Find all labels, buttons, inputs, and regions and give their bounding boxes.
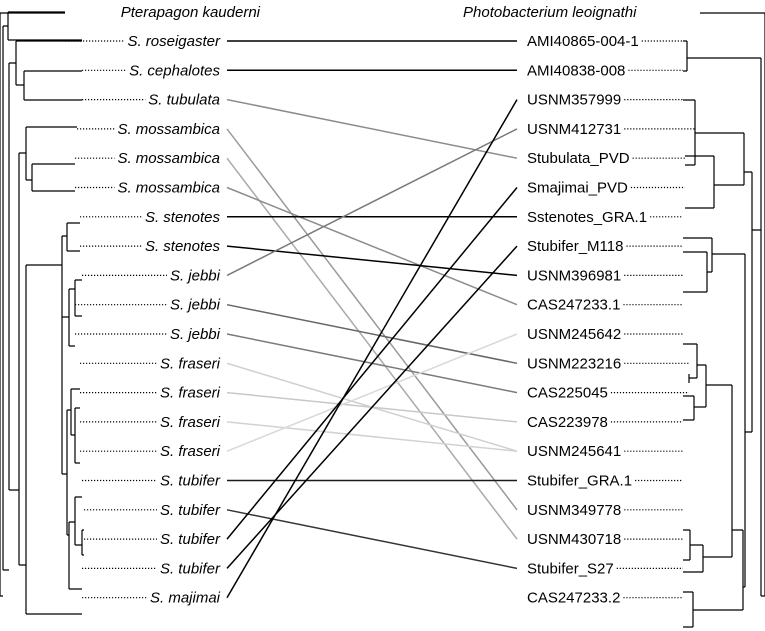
leader-dots	[65, 40, 695, 599]
symbiont-label: Stubifer_M118	[527, 238, 623, 255]
host-label: S. tubifer	[160, 531, 221, 548]
symbiont-tree-branches	[683, 12, 765, 628]
symbiont-label: CAS247233.1	[527, 297, 620, 314]
host-label: S. tubulata	[148, 92, 220, 109]
host-label: S. jebbi	[170, 297, 221, 314]
host-label: S. tubifer	[160, 502, 221, 519]
symbiont-label: USNM412731	[527, 121, 621, 138]
symbiont-label: USNM245641	[527, 443, 621, 460]
association-link	[226, 333, 518, 452]
symbiont-label: USNM349778	[527, 502, 621, 519]
host-label: S. fraseri	[160, 414, 221, 431]
symbiont-label: CAS247233.2	[527, 590, 620, 607]
association-link	[226, 303, 518, 365]
host-label: S. stenotes	[145, 238, 221, 255]
symbiont-label: USNM223216	[527, 355, 621, 372]
association-link	[226, 187, 518, 540]
symbiont-tree	[683, 12, 765, 628]
host-label: S. fraseri	[160, 385, 221, 402]
symbiont-label: USNM396981	[527, 267, 621, 284]
symbiont-label: Stubifer_GRA.1	[527, 473, 632, 490]
host-label: S. jebbi	[170, 326, 221, 343]
host-label: S. majimai	[150, 590, 221, 607]
symbiont-label: AMI40838-008	[527, 62, 625, 79]
association-link	[226, 509, 518, 570]
association-link	[226, 186, 518, 306]
host-tree	[0, 11, 84, 615]
association-link	[226, 128, 518, 511]
host-label: S. fraseri	[160, 443, 221, 460]
symbiont-label: USNM357999	[527, 92, 621, 109]
host-label: S. cephalotes	[129, 62, 220, 79]
host-label: S. mossambica	[117, 121, 220, 138]
host-label: S. stenotes	[145, 209, 221, 226]
association-links	[226, 40, 518, 599]
symbiont-label: USNM245642	[527, 326, 621, 343]
symbiont-tree-title: Photobacterium leoignathi	[463, 4, 637, 21]
host-label: S. mossambica	[117, 150, 220, 167]
host-label: S. roseigaster	[127, 33, 221, 50]
host-tree-title: Pterapagon kauderni	[121, 4, 261, 21]
symbiont-label: USNM430718	[527, 531, 621, 548]
association-link	[226, 98, 518, 159]
association-link	[226, 245, 518, 569]
symbiont-label: CAS225045	[527, 385, 608, 402]
association-link	[226, 421, 518, 452]
host-label: S. tubifer	[160, 473, 221, 490]
host-label: S. tubifer	[160, 560, 221, 577]
host-tree-branches	[0, 11, 84, 615]
host-labels: S. roseigaster S. cephalotes S. tubulataS.…	[117, 33, 221, 607]
host-label: S. mossambica	[117, 180, 220, 197]
host-label: S. jebbi	[170, 267, 221, 284]
association-link	[226, 128, 518, 277]
host-label: S. fraseri	[160, 355, 221, 372]
symbiont-label: CAS223978	[527, 414, 608, 431]
association-link	[226, 245, 518, 277]
symbiont-label: Stubifer_S27	[527, 560, 614, 577]
symbiont-label: Stubulata_PVD	[527, 150, 630, 167]
symbiont-label: Sstenotes_GRA.1	[527, 209, 647, 226]
symbiont-label: AMI40865-004-1	[527, 33, 639, 50]
symbiont-label: Smajimai_PVD	[527, 180, 628, 197]
symbiont-labels: AMI40865-004-1AMI40838-008USNM357999USNM…	[527, 33, 647, 607]
association-link	[226, 99, 518, 599]
